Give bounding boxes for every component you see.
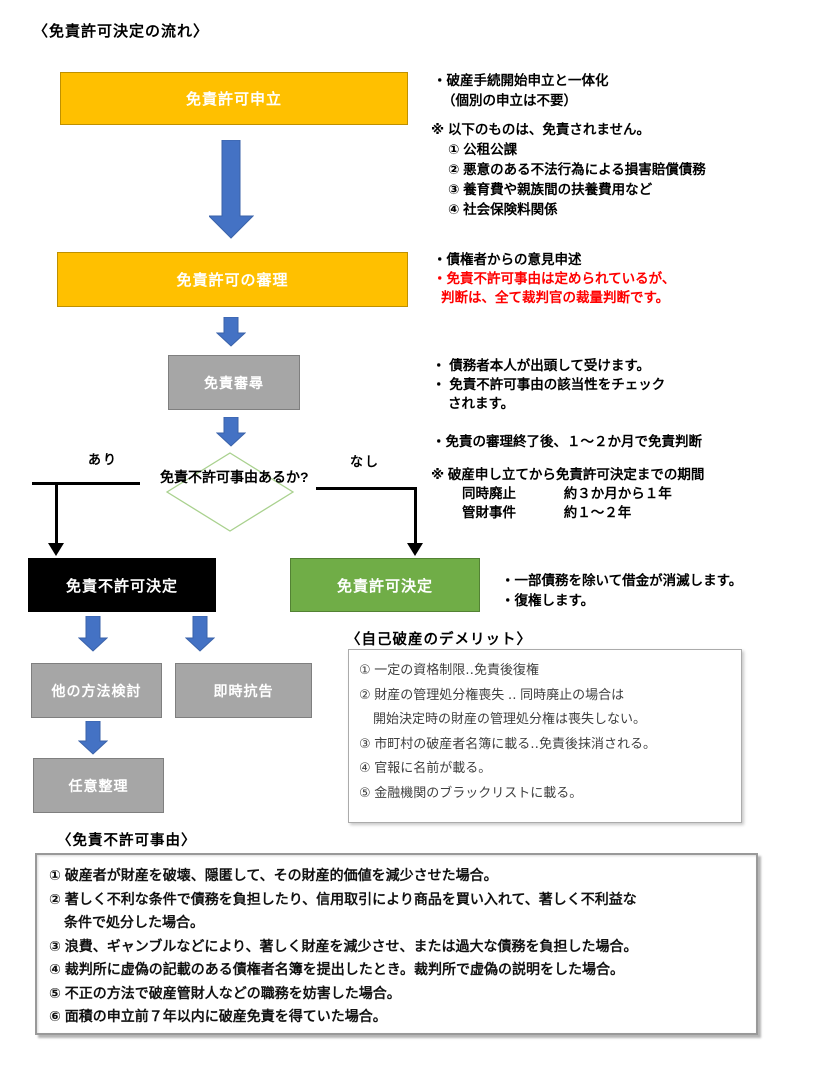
flow-immediate-appeal: 即時抗告 bbox=[175, 663, 312, 718]
page-title: 〈免責許可決定の流れ〉 bbox=[33, 23, 210, 40]
arrow-shape bbox=[216, 417, 246, 447]
connector-right-vertical bbox=[414, 487, 417, 544]
note-line: ※ 以下のものは、免責されません。 bbox=[431, 122, 650, 137]
note-line: ・ 免責不許可事由の該当性をチェック bbox=[432, 377, 666, 392]
grounds-item: ① 破産者が財産を破壊、隠匿して、その財産的価値を減少させた場合。 bbox=[49, 867, 498, 883]
grounds-item: ⑤ 不正の方法で破産管財人などの職務を妨害した場合。 bbox=[49, 984, 401, 1001]
connector-right-horizontal bbox=[316, 487, 417, 490]
demerit-item-cont: 開始決定時の財産の管理処分権は喪失しない。 bbox=[373, 711, 647, 726]
demerit-item: ④ 官報に名前が載る。 bbox=[359, 760, 492, 775]
branch-label-no: なし bbox=[350, 454, 381, 469]
note-line: ③ 養育費や親族間の扶養費用など bbox=[448, 182, 653, 197]
flow-step-examination: 免責許可の審理 bbox=[57, 252, 408, 307]
flow-deny-decision: 免責不許可決定 bbox=[28, 558, 216, 612]
connector-left-horizontal bbox=[32, 482, 140, 485]
note-line: されます。 bbox=[448, 396, 515, 411]
note-line: ② 悪意のある不法行為による損害賠償債務 bbox=[448, 162, 706, 177]
note-hearing: ・ 債務者本人が出頭して受けます。 ・ 免責不許可事由の該当性をチェック されま… bbox=[432, 356, 665, 413]
decision-question: 免責不許可事由あるか? bbox=[160, 469, 309, 485]
period-row-label: 管財事件 bbox=[462, 505, 516, 520]
arrow-shape bbox=[216, 317, 246, 347]
flow-voluntary-arrangement: 任意整理 bbox=[33, 758, 164, 813]
note-exceptions: ※ 以下のものは、免責されません。 ① 公租公課 ② 悪意のある不法行為による損… bbox=[431, 120, 706, 220]
flow-step-hearing: 免責審尋 bbox=[168, 355, 300, 410]
note-line: ④ 社会保険料関係 bbox=[448, 202, 558, 217]
arrow-shape bbox=[78, 721, 108, 755]
period-row-value: 約３か月から１年 bbox=[563, 486, 672, 501]
connector-left-vertical bbox=[55, 482, 58, 544]
note-line: ※ 破産申し立てから免責許可決定までの期間 bbox=[431, 467, 705, 482]
note-judgement: ・免責の審理終了後、１～２か月で免責判断 bbox=[432, 432, 702, 452]
decision-diamond-icon bbox=[166, 452, 294, 532]
flow-step-application: 免責許可申立 bbox=[60, 72, 408, 125]
note-line: ・債権者からの意見申述 bbox=[433, 252, 582, 267]
note-line: ・免責の審理終了後、１～２か月で免責判断 bbox=[432, 434, 702, 449]
grounds-item: ⑥ 面積の申立前７年以内に破産免責を得ていた場合。 bbox=[49, 1008, 387, 1024]
arrowhead-left-icon bbox=[48, 543, 64, 556]
note-period: ※ 破産申し立てから免責許可決定までの期間 同時廃止 約３か月から１年 管財事件… bbox=[431, 465, 704, 522]
arrow-shape bbox=[185, 616, 215, 652]
diamond-shape bbox=[166, 452, 294, 532]
grounds-heading: 〈免責不許可事由〉 bbox=[57, 833, 197, 849]
arrow-down-small-icon bbox=[185, 616, 215, 652]
demerit-item: ② 財産の管理処分権喪失 ‥ 同時廃止の場合は bbox=[359, 686, 625, 702]
note-line-red: ・免責不許可事由は定められているが、 bbox=[433, 271, 676, 286]
demerit-item: ③ 市町村の破産者名簿に載る‥免責後抹消される。 bbox=[359, 735, 656, 751]
grounds-item: ④ 裁判所に虚偽の記載のある債権者名簿を提出したとき。裁判所で虚偽の説明をした場… bbox=[49, 961, 625, 977]
arrow-down-big-icon bbox=[209, 140, 254, 239]
grounds-panel: ① 破産者が財産を破壊、隠匿して、その財産的価値を減少させた場合。 ② 著しく不… bbox=[35, 853, 758, 1035]
period-row-label: 同時廃止 bbox=[462, 486, 516, 501]
note-line: ・一部債務を除いて借金が消滅します。 bbox=[501, 573, 743, 588]
flow-grant-decision: 免責許可決定 bbox=[290, 558, 480, 612]
demerit-heading: 〈自己破産のデメリット〉 bbox=[346, 632, 532, 648]
branch-label-yes: あり bbox=[88, 452, 119, 467]
arrow-down-small-icon bbox=[78, 721, 108, 755]
note-line: ① 公租公課 bbox=[448, 142, 518, 157]
period-row-value: 約１～２年 bbox=[563, 505, 632, 520]
note-line: ・ 債務者本人が出頭して受けます。 bbox=[432, 358, 650, 373]
arrow-down-small-icon bbox=[216, 417, 246, 447]
note-line: （個別の申立は不要） bbox=[442, 93, 577, 108]
grounds-item: ② 著しく不利な条件で債務を負担したり、信用取引により商品を買い入れて、著しく不… bbox=[49, 890, 637, 907]
arrow-shape bbox=[78, 616, 108, 652]
note-period-row: 管財事件 約１～２年 bbox=[431, 503, 704, 522]
demerit-item: ① 一定の資格制限‥免責後復権 bbox=[359, 662, 539, 677]
note-examination: ・債権者からの意見申述 ・免責不許可事由は定められているが、 判断は、全て裁判官… bbox=[433, 250, 675, 307]
arrow-down-small-icon bbox=[78, 616, 108, 652]
grounds-item-cont: 条件で処分した場合。 bbox=[64, 914, 204, 930]
arrowhead-right-icon bbox=[407, 543, 423, 556]
note-line: ・復権します。 bbox=[501, 593, 595, 608]
note-period-row: 同時廃止 約３か月から１年 bbox=[431, 484, 704, 503]
note-line: ・破産手続開始申立と一体化 bbox=[433, 73, 609, 88]
flow-other-method: 他の方法検討 bbox=[31, 663, 162, 718]
arrow-down-small-icon bbox=[216, 317, 246, 347]
demerit-item: ⑤ 金融機関のブラックリストに載る。 bbox=[359, 784, 583, 800]
demerit-panel: ① 一定の資格制限‥免責後復権 ② 財産の管理処分権喪失 ‥ 同時廃止の場合は … bbox=[348, 649, 742, 823]
note-application: ・破産手続開始申立と一体化 （個別の申立は不要） bbox=[433, 71, 609, 111]
arrow-shape bbox=[209, 140, 254, 239]
grounds-item: ③ 浪費、ギャンブルなどにより、著しく財産を減少させ、または過大な債務を負担した… bbox=[49, 937, 638, 954]
note-grant: ・一部債務を除いて借金が消滅します。 ・復権します。 bbox=[501, 571, 742, 611]
note-line-red: 判断は、全て裁判官の裁量判断です。 bbox=[441, 290, 670, 305]
